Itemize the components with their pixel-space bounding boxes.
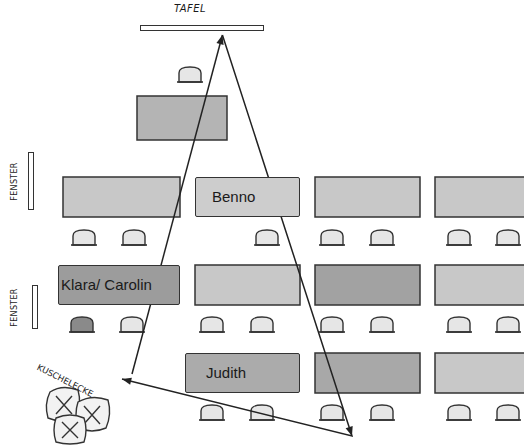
board-label: TAFEL xyxy=(174,3,206,14)
bend-arrow-head xyxy=(346,426,353,436)
desk: Judith xyxy=(185,353,300,393)
walking-route xyxy=(122,35,352,436)
window-bar xyxy=(32,285,38,329)
desk xyxy=(435,265,524,305)
desk xyxy=(435,353,524,393)
student-name: Benno xyxy=(212,189,255,205)
desk xyxy=(315,353,420,393)
window-label: FENSTER xyxy=(10,288,19,326)
desks xyxy=(63,96,524,393)
desk xyxy=(315,265,420,305)
tafel-node: TAFEL xyxy=(138,3,264,34)
student-name: Judith xyxy=(206,365,246,381)
kuschel-node: KUSCHELECKE xyxy=(38,360,130,444)
desk: Klara/ Carolin xyxy=(58,265,180,305)
desk xyxy=(195,265,300,305)
chairs xyxy=(69,67,521,420)
desk: Benno xyxy=(195,177,300,217)
pillows xyxy=(46,387,109,444)
student-name: Klara/ Carolin xyxy=(61,277,152,293)
window-label: FENSTER xyxy=(10,162,19,200)
fenster-node: FENSTER xyxy=(4,279,40,335)
arrow-head xyxy=(122,378,132,385)
desk xyxy=(315,177,420,217)
desk xyxy=(63,177,180,217)
window-bar xyxy=(28,152,34,210)
desk xyxy=(435,177,524,217)
board-bar xyxy=(140,25,264,31)
fenster-node: FENSTER xyxy=(4,146,36,216)
corner-label: KUSCHELECKE xyxy=(35,362,94,399)
teacher-desk xyxy=(137,96,227,140)
